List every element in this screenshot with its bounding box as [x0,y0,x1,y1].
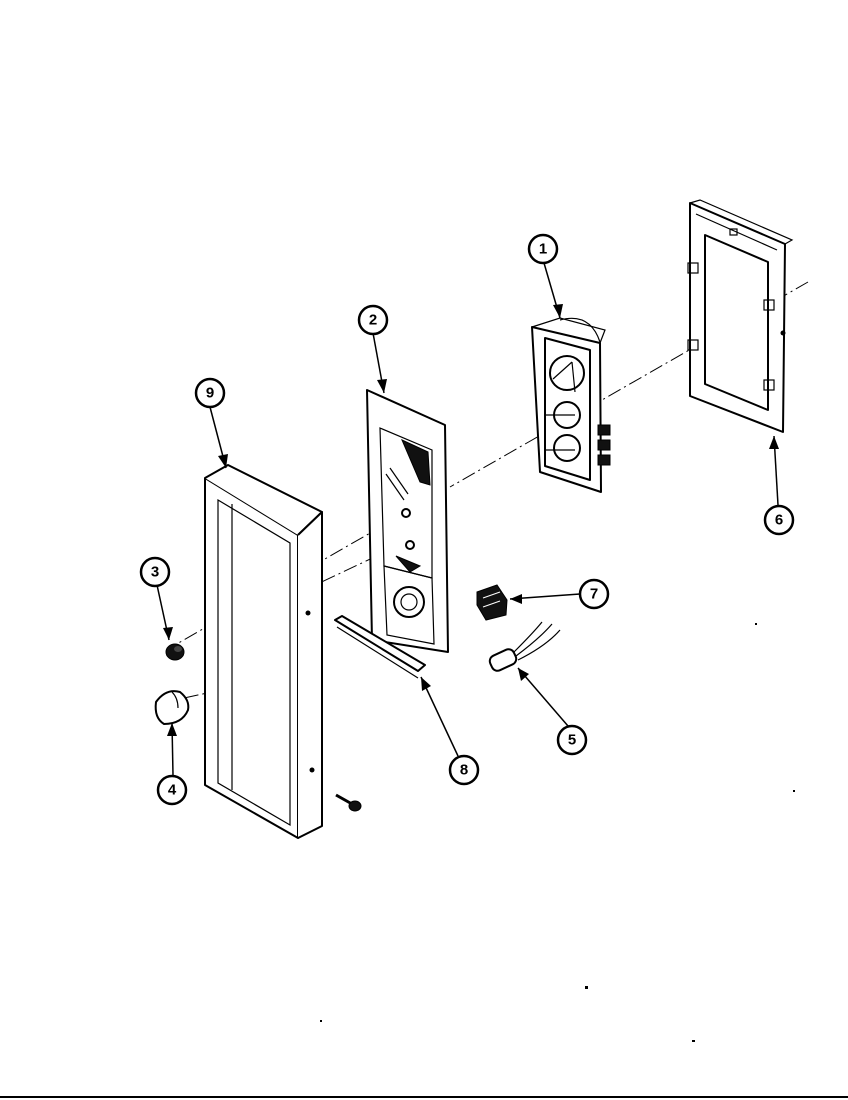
callout-6: 6 [763,504,795,536]
connector-part [476,584,508,621]
callout-3-label: 3 [151,564,159,581]
callout-2: 2 [357,304,389,336]
control-panel-part [366,389,449,653]
timer-switch-block-part [531,317,611,493]
mounting-bracket-part [687,199,794,433]
callout-8-label: 8 [460,762,468,779]
callout-5-label: 5 [568,732,576,749]
mounting-screw [335,793,362,812]
callout-5: 5 [556,724,588,756]
callout-2-label: 2 [369,312,377,329]
scan-specks [0,623,848,1098]
small-knob-part [165,643,185,661]
control-knob-part [154,690,190,725]
callout-3: 3 [139,556,171,588]
callout-7: 7 [578,578,610,610]
trim-strip-part [334,615,426,679]
callout-7-label: 7 [590,586,598,603]
callout-9: 9 [194,377,226,409]
callout-8: 8 [448,754,480,786]
housing-frame-part [204,464,323,839]
callout-4: 4 [156,774,188,806]
callout-9-label: 9 [206,385,214,402]
callout-1: 1 [527,233,559,265]
callout-4-label: 4 [168,782,177,799]
callout-1-label: 1 [539,241,547,258]
callout-6-label: 6 [775,512,783,529]
lamp-socket-part [488,621,561,672]
leader-lines [156,262,779,776]
